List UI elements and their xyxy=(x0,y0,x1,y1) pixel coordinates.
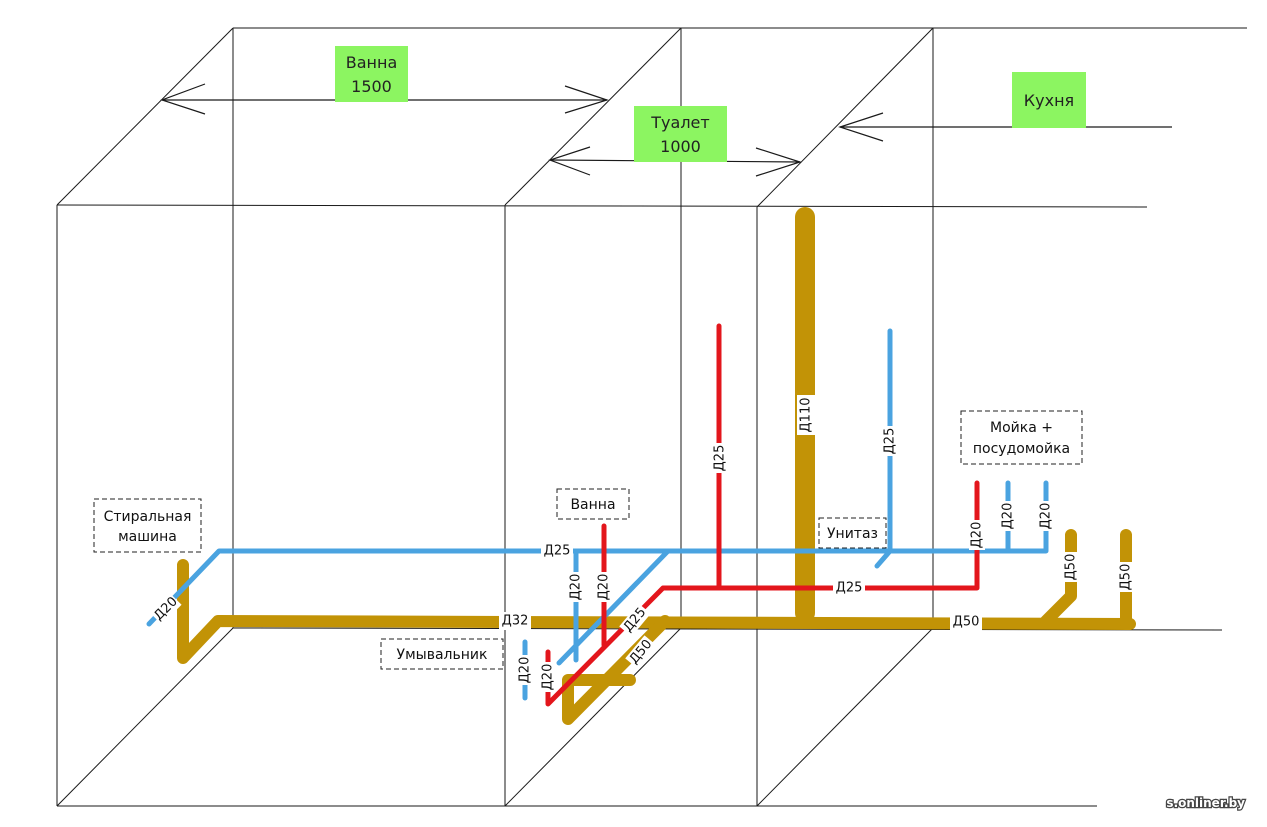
watermark: s.onliner.by xyxy=(1166,796,1245,810)
label-sink-cold-2: Д20 xyxy=(1039,503,1054,530)
fixture-washbasin: Умывальник xyxy=(380,638,504,670)
toilet-cold xyxy=(874,328,893,569)
label-sink-cold-1: Д20 xyxy=(1001,503,1016,530)
label-basin-cold: Д20 xyxy=(518,657,533,684)
label-bath-cold: Д20 xyxy=(569,574,584,601)
room-bath-name: Ванна xyxy=(346,53,398,72)
fixture-sink-dishwasher: Мойка + посудомойка xyxy=(960,410,1083,465)
label-hot-riser: Д25 xyxy=(713,445,728,472)
room-bath-width: 1500 xyxy=(351,77,392,96)
toilet-label: Унитаз xyxy=(827,526,878,542)
label-hot-main: Д25 xyxy=(836,581,863,596)
room-kitchen-name: Кухня xyxy=(1024,91,1074,110)
drain-pipes xyxy=(177,207,1136,725)
room-label-bath: Ванна 1500 xyxy=(335,46,408,102)
drain-diagonal xyxy=(562,615,671,725)
washing-machine-line1: Стиральная xyxy=(104,509,192,525)
label-sink-drain-1: Д50 xyxy=(1064,554,1079,581)
label-sink-drain-2: Д50 xyxy=(1119,564,1134,591)
pipe-labels: Д20 Д25 Д32 Д20 Д20 Д25 Д50 Д20 xyxy=(150,395,1134,692)
label-sewer-riser: Д110 xyxy=(799,398,814,433)
cold-diagonal xyxy=(556,548,671,666)
drain-main xyxy=(177,559,1136,664)
label-cold-main: Д25 xyxy=(544,544,571,559)
label-drain-main: Д32 xyxy=(502,614,529,629)
bathtub-label: Ванна xyxy=(570,497,615,513)
fixture-toilet: Унитаз xyxy=(818,517,887,549)
room-label-toilet: Туалет 1000 xyxy=(634,106,727,162)
label-toilet-cold: Д25 xyxy=(883,428,898,455)
label-sink-hot: Д20 xyxy=(970,522,985,549)
fixture-bathtub: Ванна xyxy=(556,488,630,520)
fixture-washing-machine: Стиральная машина xyxy=(93,498,202,553)
room-toilet-width: 1000 xyxy=(660,137,701,156)
sink-dishwasher-line2: посудомойка xyxy=(973,441,1070,457)
label-basin-hot: Д20 xyxy=(541,664,556,691)
label-bath-hot: Д20 xyxy=(597,574,612,601)
washbasin-label: Умывальник xyxy=(397,647,488,663)
sink-dishwasher-line1: Мойка + xyxy=(990,420,1053,436)
label-drain-kitchen: Д50 xyxy=(953,615,980,630)
room-toilet-name: Туалет xyxy=(650,113,709,132)
washing-machine-line2: машина xyxy=(118,529,177,545)
room-label-kitchen: Кухня xyxy=(1012,72,1086,128)
